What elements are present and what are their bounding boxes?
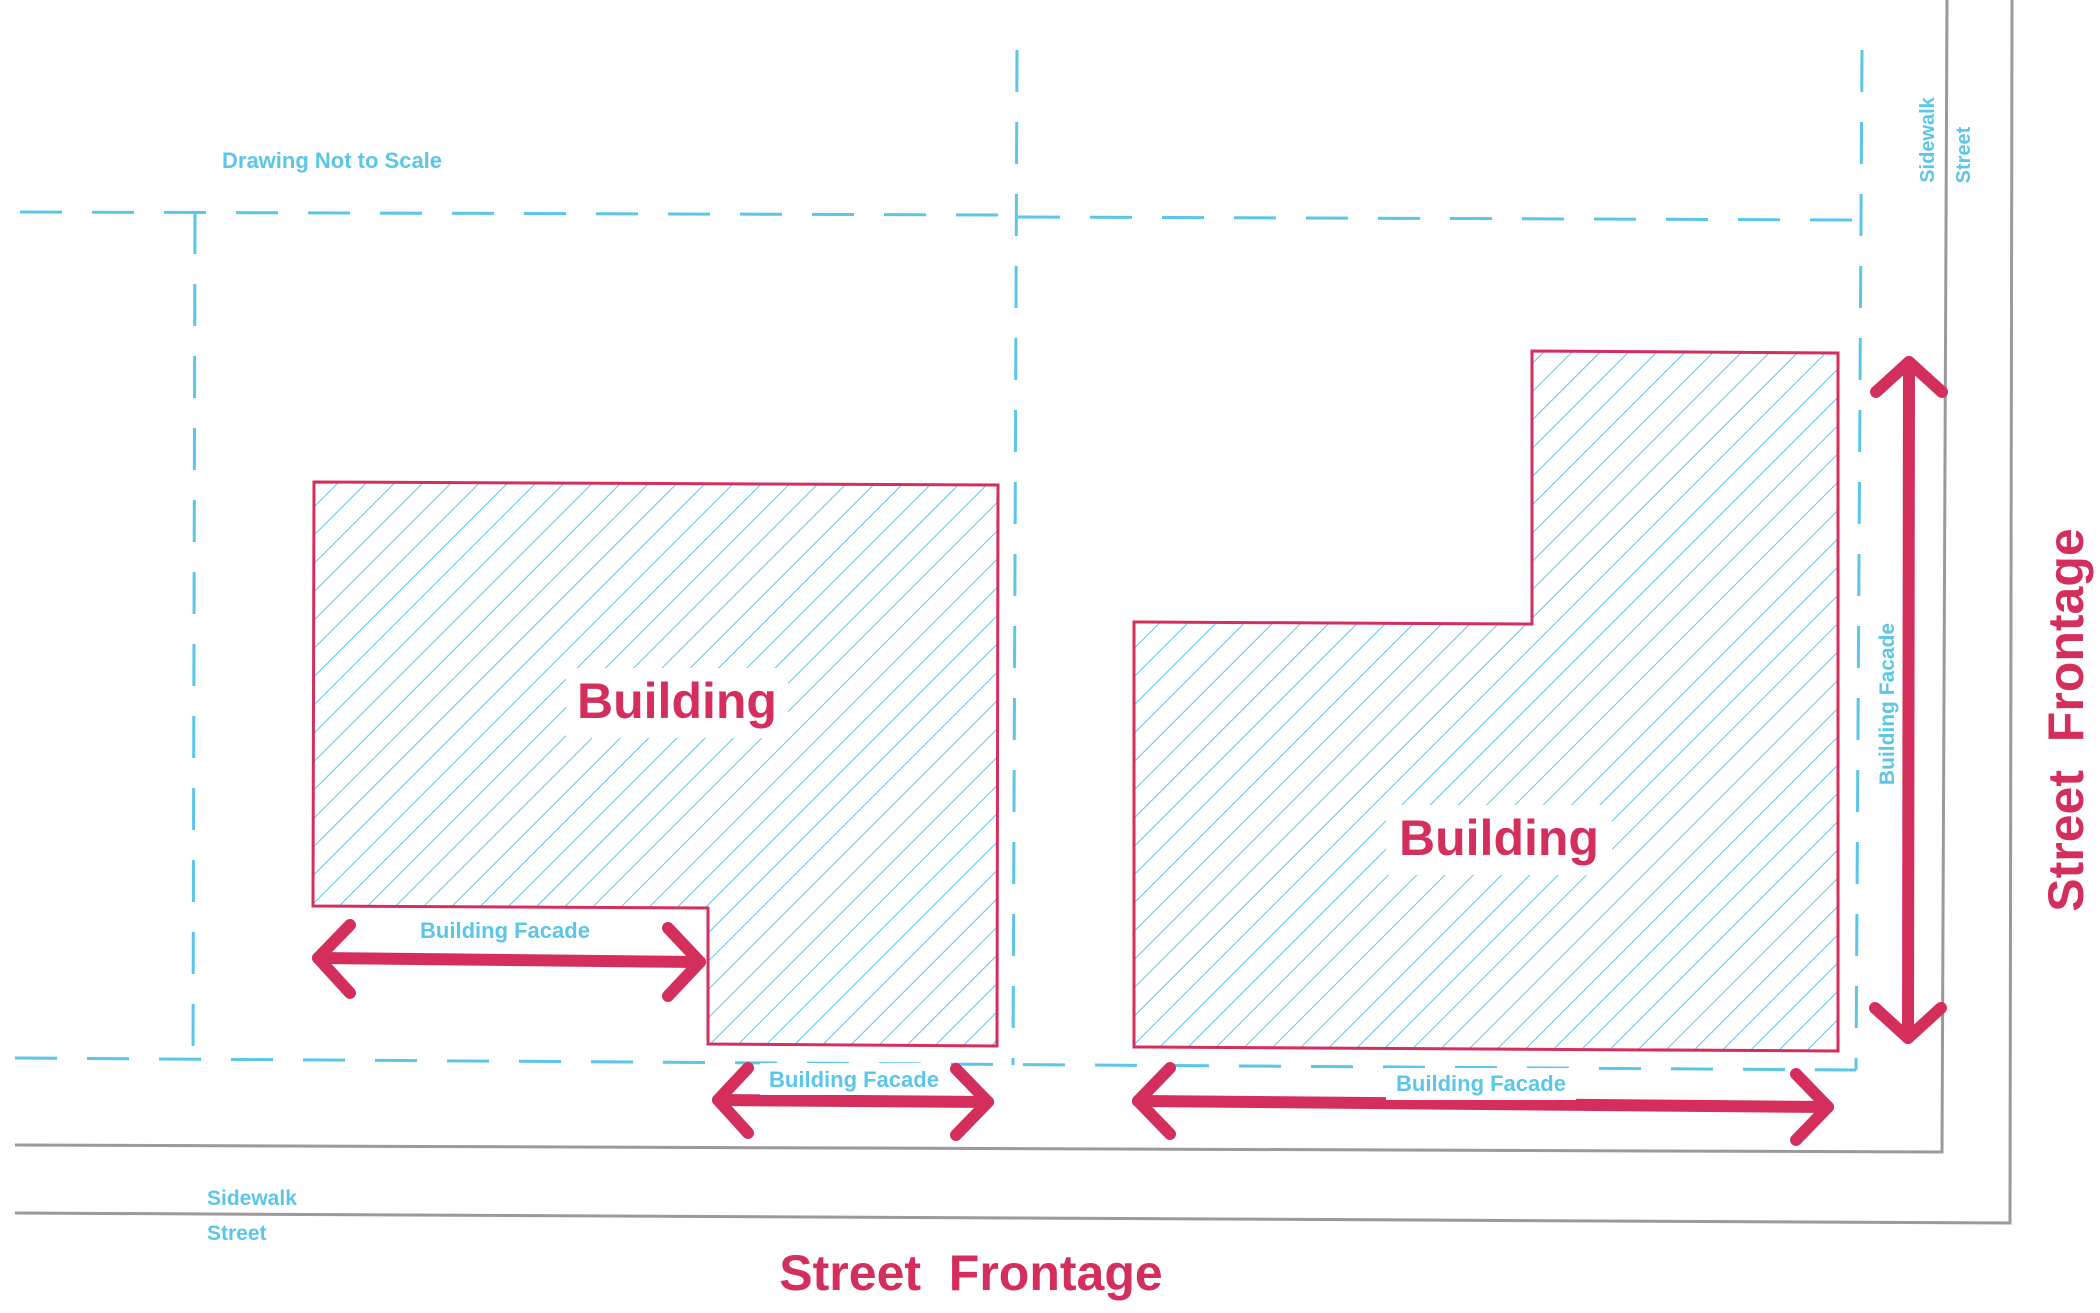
bottom-sidewalk-label: Sidewalk <box>207 1187 297 1210</box>
street-line <box>14 0 2014 1225</box>
facade-arrow-left-lot-rear <box>312 919 706 1002</box>
building-right-footprint <box>1132 349 1840 1053</box>
right-street-label: Street <box>1953 126 1975 183</box>
facade-label-right-front: Building Facade <box>1396 1071 1566 1096</box>
building-right-label: Building <box>1399 810 1599 866</box>
building-left-label: Building <box>577 673 777 729</box>
facade-label-3-backdrop <box>1386 1068 1576 1100</box>
facade-label-2-backdrop <box>760 1063 948 1095</box>
bottom-street-frontage-label: Street Frontage <box>779 1245 1162 1301</box>
facade-label-right-side: Building Facade <box>1876 623 1899 785</box>
property-line-lot-divider <box>1011 49 1019 1066</box>
facade-arrow-left-lot-front <box>712 1062 994 1141</box>
facade-arrows <box>312 356 1948 1146</box>
sidewalk-line <box>14 0 1949 1154</box>
property-line-right-lot <box>1854 49 1864 1071</box>
street-boundaries <box>14 0 2014 1225</box>
facade-label-left-front: Building Facade <box>769 1067 939 1092</box>
bottom-street-label: Street <box>207 1222 267 1245</box>
property-line-top-right <box>1017 215 1863 222</box>
right-street-frontage-label: Street Frontage <box>2038 528 2094 911</box>
facade-arrow-right-lot-front <box>1132 1062 1834 1146</box>
property-line-top-left <box>19 210 1016 217</box>
property-line-left-lot <box>191 211 197 1061</box>
facade-label-1-backdrop <box>410 912 600 946</box>
facade-label-4-backdrop <box>1868 610 1902 800</box>
building-left-footprint <box>311 480 1000 1048</box>
facade-arrow-right-lot-side <box>1869 356 1948 1044</box>
building-left-label-backdrop <box>566 668 788 738</box>
building-right-label-backdrop <box>1386 805 1612 875</box>
drawing-not-to-scale-note: Drawing Not to Scale <box>222 148 442 173</box>
facade-label-left-rear: Building Facade <box>420 918 590 943</box>
right-sidewalk-label: Sidewalk <box>1917 96 1939 182</box>
